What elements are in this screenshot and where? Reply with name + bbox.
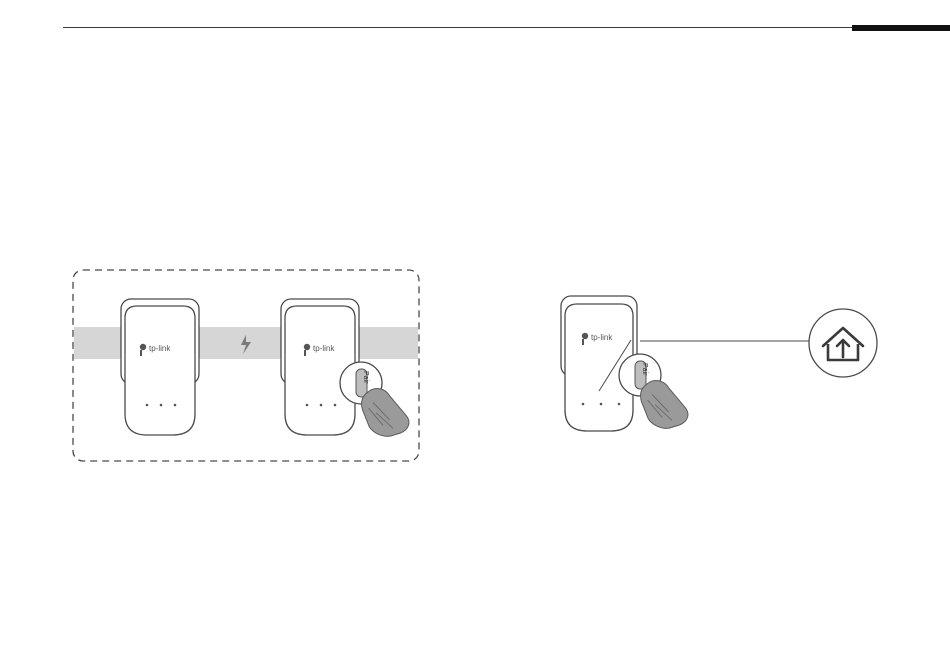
status-led [334,404,337,407]
powerline-adapter-left: tp-link [121,299,199,435]
pressing-hand-icon [359,387,412,438]
status-led [320,404,323,407]
brand-text: tp-link [149,344,171,353]
pressing-hand-icon [638,379,691,430]
status-led [618,403,621,406]
status-led [174,404,177,407]
status-led [600,403,603,406]
pairing-scene: tp-link tp-link [73,270,419,461]
powerline-adapter-single: tp-link Pair [561,296,691,431]
status-led [160,404,163,407]
powerline-adapter-right: tp-link Pair [281,299,412,438]
brand-text: tp-link [313,344,335,353]
status-led [306,404,309,407]
adapter-body [125,306,195,435]
status-led [582,403,585,406]
reset-scene: tp-link Pair [561,296,877,431]
pair-label: Pair [641,363,648,376]
status-led [146,404,149,407]
home-upload-icon [809,309,877,377]
pair-label: Pair [362,371,369,384]
brand-text: tp-link [591,333,613,342]
